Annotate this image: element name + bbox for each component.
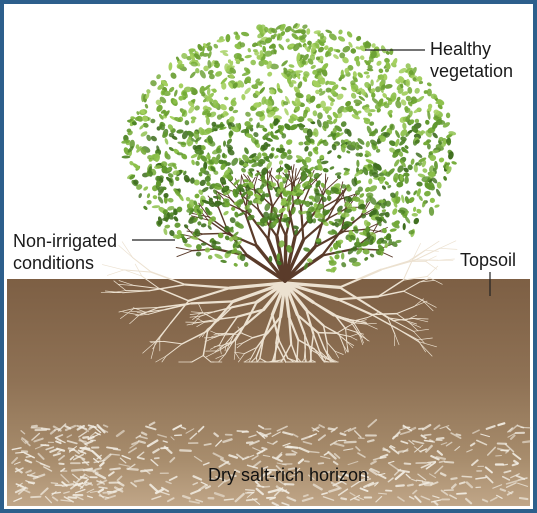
- label-topsoil: Topsoil: [460, 249, 516, 271]
- label-healthy-vegetation: Healthy vegetation: [430, 38, 513, 82]
- label-healthy-line1: Healthy: [430, 38, 513, 60]
- label-healthy-line2: vegetation: [430, 60, 513, 82]
- label-nonirrigated-line1: Non-irrigated: [13, 230, 117, 252]
- label-non-irrigated: Non-irrigated conditions: [13, 230, 117, 274]
- label-salt-horizon: Dry salt-rich horizon: [208, 464, 368, 486]
- label-nonirrigated-line2: conditions: [13, 252, 117, 274]
